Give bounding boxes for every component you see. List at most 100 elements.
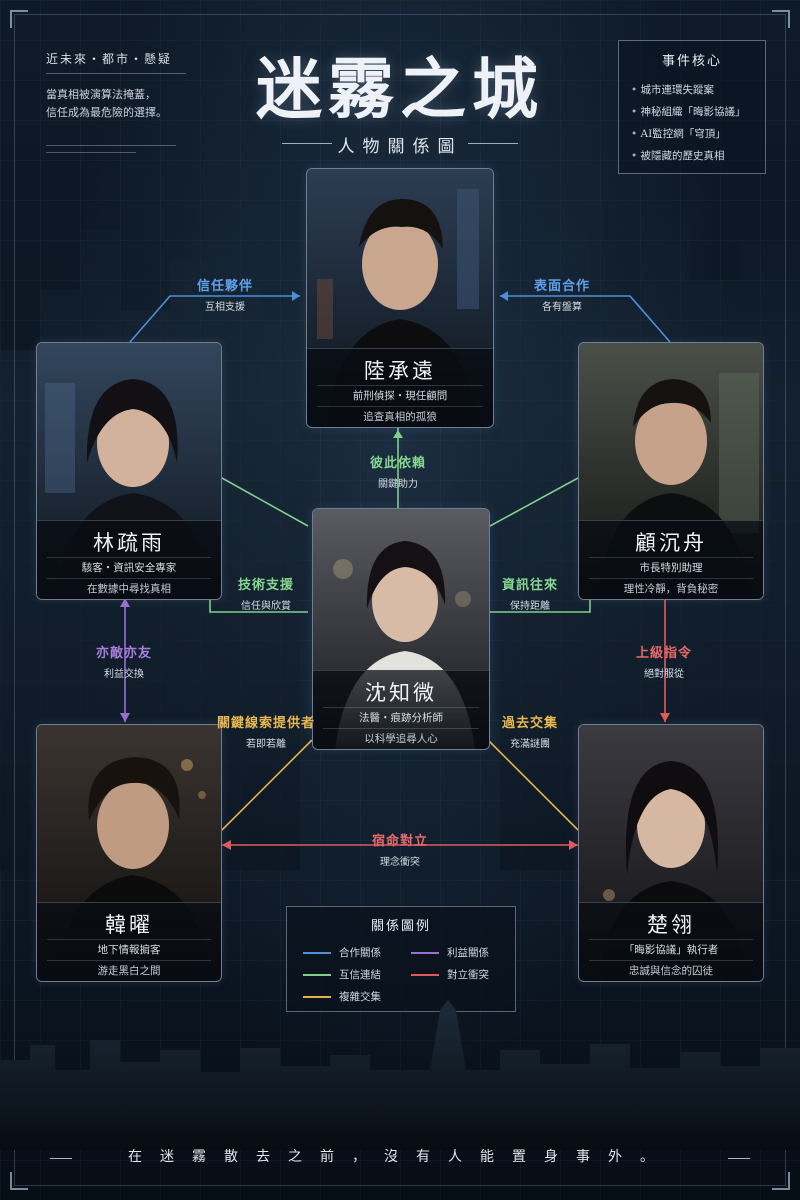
subtitle-rule-left — [282, 143, 332, 144]
frame-corner — [772, 10, 790, 28]
relation-title: 彼此依賴 — [369, 456, 426, 471]
story-description-line: 信任成為最危險的選擇。 — [46, 106, 167, 119]
relation-title: 亦敵亦友 — [95, 646, 152, 661]
event-core-item: 城市連環失蹤案 — [631, 79, 765, 101]
relation-subtitle: 若即若離 — [246, 739, 286, 750]
relation-title: 技術支援 — [237, 578, 294, 593]
character-card-han[interactable]: 韓曜 地下情報掮客 游走黑白之間 — [36, 724, 222, 982]
character-card-gu[interactable]: 顧沉舟 市長特別助理 理性冷靜，背負秘密 — [578, 342, 764, 600]
character-note: 忠誠與信念的囚徒 — [589, 960, 753, 981]
character-info-panel: 顧沉舟 市長特別助理 理性冷靜，背負秘密 — [579, 520, 763, 599]
link-shen-chu — [487, 739, 579, 831]
character-role: 駭客・資訊安全專家 — [47, 557, 211, 578]
character-note: 理性冷靜，背負秘密 — [589, 578, 753, 599]
link-lin-shen — [221, 477, 309, 527]
legend-label: 利益關係 — [447, 947, 489, 959]
legend-item-cooperation: 合作關係 — [303, 945, 381, 960]
legend-label: 合作關係 — [339, 947, 381, 959]
character-name: 顧沉舟 — [635, 531, 707, 555]
link-lu-gu — [500, 295, 671, 343]
character-card-lu[interactable]: 陸承遠 前刑偵探・現任顧問 追查真相的孤狼 — [306, 168, 494, 428]
relation-label-lu-gu: 表面合作 各有盤算 — [502, 275, 622, 313]
legend-item-complex: 複雜交集 — [303, 989, 381, 1004]
poster-title: 迷霧之城 — [256, 50, 544, 128]
character-info-panel: 沈知微 法醫・痕跡分析師 以科學追尋人心 — [313, 670, 489, 749]
relation-title: 過去交集 — [501, 716, 558, 731]
relation-title: 表面合作 — [533, 279, 590, 294]
arrow-head — [222, 840, 231, 850]
header-rule — [46, 152, 136, 153]
legend-swatch — [303, 995, 331, 998]
relation-title: 宿命對立 — [371, 834, 428, 849]
legend-item-conflict: 對立衝突 — [411, 967, 489, 982]
character-note: 在數據中尋找真相 — [47, 578, 211, 599]
character-info-panel: 楚翎 「晦影協議」執行者 忠誠與信念的囚徒 — [579, 902, 763, 981]
character-role: 地下情報掮客 — [47, 939, 211, 960]
legend-swatch — [411, 951, 439, 954]
legend-swatch — [411, 973, 439, 976]
event-core-title: 事件核心 — [661, 54, 722, 69]
story-description-line: 當真相被演算法掩蓋， — [46, 88, 156, 101]
legend-label: 對立衝突 — [447, 969, 489, 981]
character-name: 楚翎 — [647, 913, 695, 937]
character-role: 市長特別助理 — [589, 557, 753, 578]
arrow-head — [393, 430, 403, 438]
footer-tagline: 在迷霧散去之前，沒有人能置身事外。 — [128, 1149, 672, 1165]
relation-title: 上級指令 — [635, 646, 692, 661]
footer-rule-left — [50, 1158, 72, 1159]
character-note: 游走黑白之間 — [47, 960, 211, 981]
header-rule — [46, 73, 186, 74]
relation-subtitle: 利益交換 — [104, 669, 144, 680]
character-name: 陸承遠 — [364, 359, 436, 383]
character-name: 韓曜 — [105, 913, 153, 937]
frame-corner — [10, 1172, 28, 1190]
legend-label: 互信連結 — [339, 969, 381, 981]
arrow-head — [120, 713, 130, 722]
frame-corner — [10, 10, 28, 28]
legend-swatch — [303, 951, 331, 954]
relation-label-gu-chu: 上級指令 絕對服從 — [604, 642, 724, 680]
relation-subtitle: 充滿謎團 — [510, 739, 550, 750]
relation-label-lin-shen: 技術支援 信任與欣賞 — [206, 574, 326, 612]
character-card-shen[interactable]: 沈知微 法醫・痕跡分析師 以科學追尋人心 — [312, 508, 490, 750]
relation-subtitle: 理念衝突 — [380, 857, 420, 868]
event-core-list: 城市連環失蹤案 神秘組織「晦影協議」 AI監控網「穹頂」 被隱藏的歷史真相 — [631, 79, 765, 167]
character-role: 「晦影協議」執行者 — [589, 939, 753, 960]
relation-title: 資訊往來 — [501, 578, 558, 593]
link-lu-lin — [129, 295, 300, 343]
relation-subtitle: 保持距離 — [510, 601, 550, 612]
event-core-item: AI監控網「穹頂」 — [631, 123, 765, 145]
legend-item-interest: 利益關係 — [411, 945, 489, 960]
relation-label-han-chu: 宿命對立 理念衝突 — [340, 830, 460, 868]
character-card-lin[interactable]: 林疏雨 駭客・資訊安全專家 在數據中尋找真相 — [36, 342, 222, 600]
legend-title: 關係圖例 — [370, 919, 431, 934]
arrow-head — [569, 840, 578, 850]
character-card-chu[interactable]: 楚翎 「晦影協議」執行者 忠誠與信念的囚徒 — [578, 724, 764, 982]
character-role: 法醫・痕跡分析師 — [323, 707, 479, 728]
character-name: 林疏雨 — [93, 531, 165, 555]
character-note: 追查真相的孤狼 — [317, 406, 483, 427]
legend-item-trust: 互信連結 — [303, 967, 381, 982]
arrow-head — [660, 713, 670, 722]
relation-subtitle: 絕對服從 — [644, 669, 684, 680]
arrow-head — [500, 291, 508, 301]
footer-rule-right — [728, 1158, 750, 1159]
event-core-item: 神秘組織「晦影協議」 — [631, 101, 765, 123]
frame-corner — [772, 1172, 790, 1190]
header-rule — [46, 145, 176, 146]
relation-subtitle: 互相支援 — [205, 302, 245, 313]
relation-title: 關鍵線索提供者 — [216, 716, 315, 731]
relation-label-lin-han: 亦敵亦友 利益交換 — [64, 642, 184, 680]
character-name: 沈知微 — [365, 681, 437, 705]
link-gu-shen — [489, 477, 579, 527]
city-skyline-bottom — [0, 1000, 800, 1150]
character-info-panel: 韓曜 地下情報掮客 游走黑白之間 — [37, 902, 221, 981]
relation-subtitle: 信任與欣賞 — [241, 601, 291, 612]
subtitle-rule-right — [468, 143, 518, 144]
link-gu-shen-b — [490, 598, 591, 613]
arrow-head — [120, 598, 130, 607]
event-core-item: 被隱藏的歷史真相 — [631, 145, 765, 167]
legend-swatch — [303, 973, 331, 976]
